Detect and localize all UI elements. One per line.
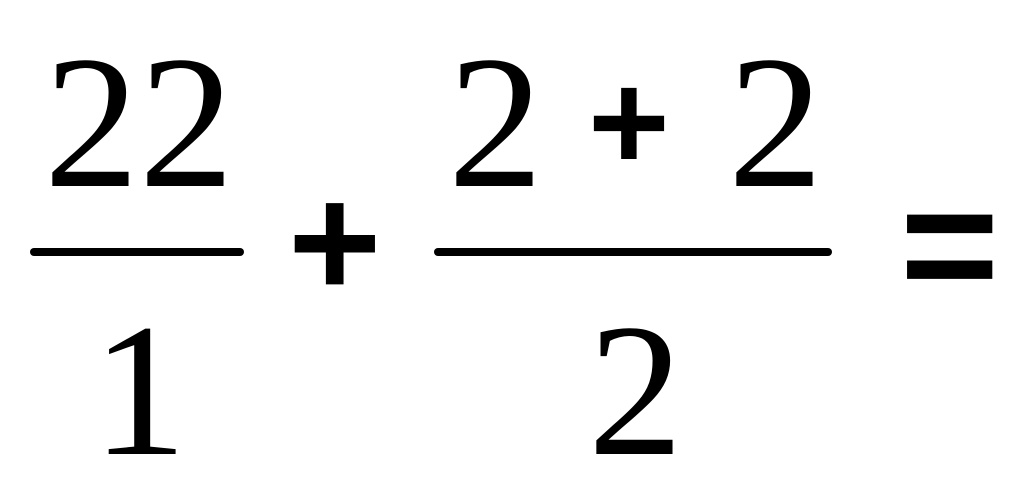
fraction-2-denominator: 2 xyxy=(588,286,683,488)
fraction-2-numerator-right: 2 xyxy=(728,18,823,228)
fraction-1-bar xyxy=(30,248,244,256)
fraction-2-numerator-left: 2 xyxy=(448,18,543,228)
fraction-1-denominator: 1 xyxy=(92,286,187,488)
equals-sign: = xyxy=(900,150,1000,340)
fraction-2-bar xyxy=(434,248,832,256)
fraction-2-numerator-operator: + xyxy=(588,43,670,200)
plus-operator: + xyxy=(288,152,382,331)
fraction-1-numerator: 22 xyxy=(44,18,234,228)
